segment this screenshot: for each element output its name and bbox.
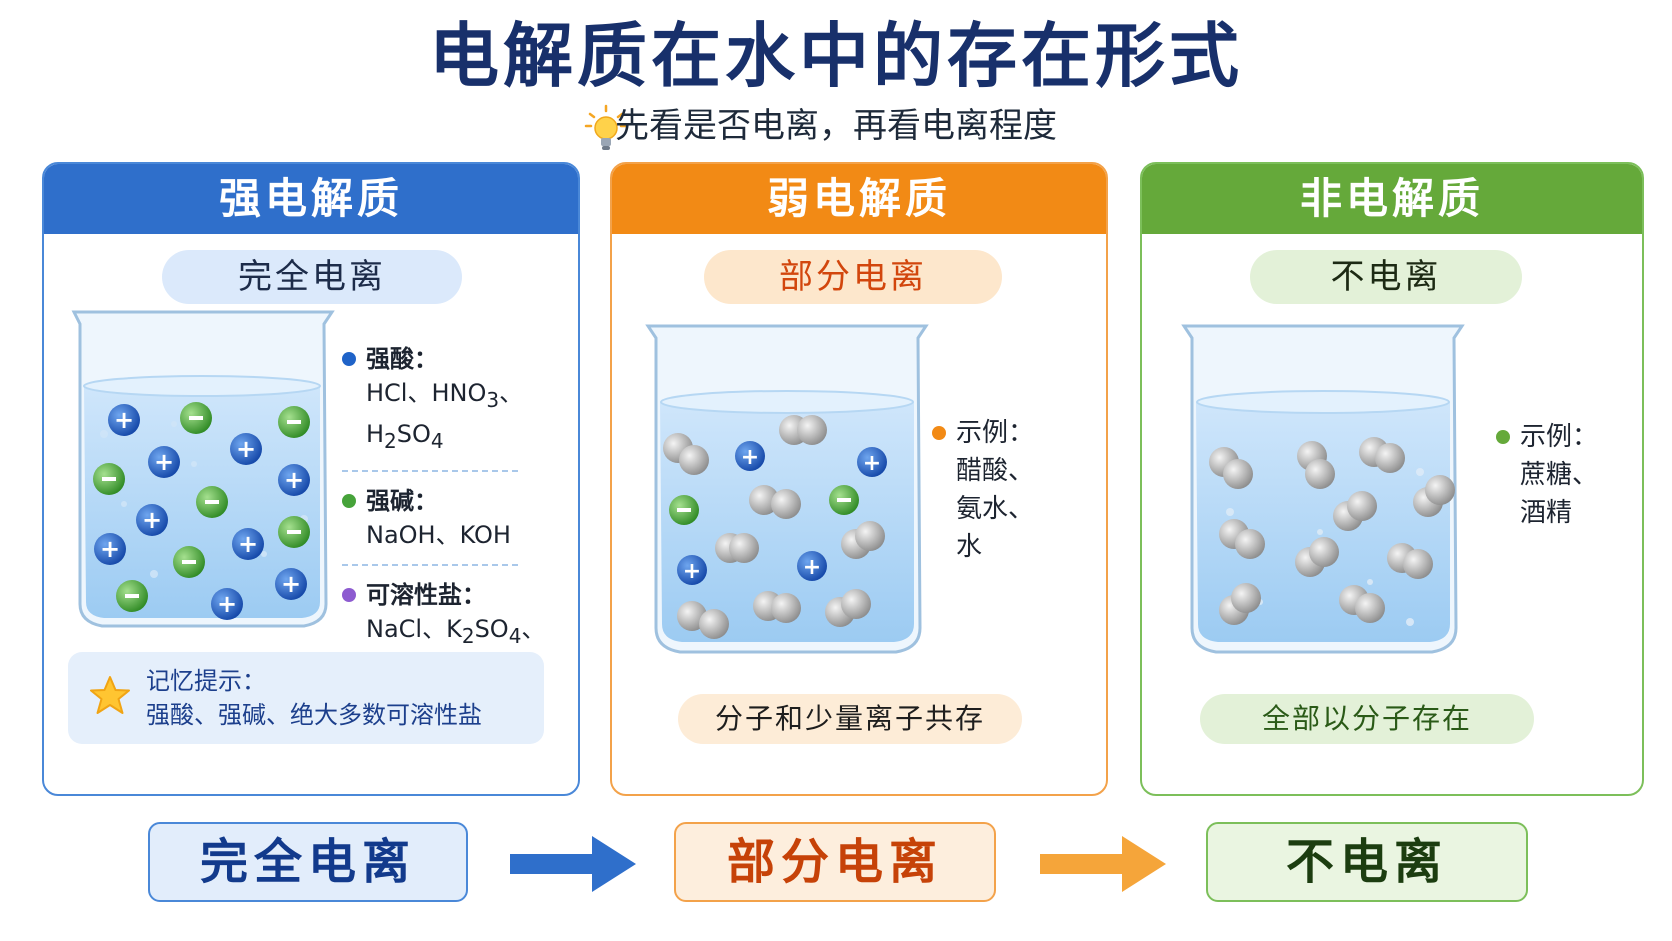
memo-text: 强酸、强碱、绝大多数可溶性盐 [146,701,482,729]
strong-base-group: 强碱： NaOH、KOH [342,484,578,552]
svg-text:+: + [154,448,174,476]
strong-examples-list: 强酸： HCl、HNO3、H2SO4 强碱： NaOH、KOH 可溶性盐： Na… [342,342,578,693]
non-example-2: 酒精 [1520,498,1573,528]
strong-ionization-pill: 完全电离 [162,250,462,304]
weak-example-label: 示例： [956,418,1035,448]
weak-beaker-illustration: + + + + [645,324,929,654]
strong-base-formulas: NaOH、KOH [366,520,511,549]
svg-text:+: + [236,435,256,463]
weak-summary-note: 分子和少量离子共存 [678,694,1022,744]
flow-step-partial: 部分电离 [674,822,996,902]
strong-acid-formulas: HCl、HNO3、H2SO4 [366,379,524,453]
non-beaker-illustration [1181,324,1465,654]
svg-text:+: + [142,506,162,534]
non-electrolyte-panel: 非电解质 不电离 [1140,162,1644,796]
flow-step-none: 不电离 [1206,822,1528,902]
weak-example-1: 醋酸、 [956,456,1035,486]
molecules [663,415,885,639]
strong-electrolyte-panel: 强电解质 完全电离 + + + + + + [42,162,580,796]
svg-text:+: + [281,570,301,598]
strong-acid-group: 强酸： HCl、HNO3、H2SO4 [342,342,578,458]
green-bullet-icon [342,493,356,508]
orange-bullet-icon [932,426,946,440]
non-summary-note: 全部以分子存在 [1200,694,1534,744]
svg-text:+: + [284,466,304,494]
page-title: 电解质在水中的存在形式 [429,15,1243,97]
svg-text:+: + [741,445,759,470]
star-icon [90,676,130,714]
svg-text:+: + [100,535,120,563]
flow-step-complete: 完全电离 [148,822,468,902]
non-examples: 示例： 蔗糖、 酒精 [1496,418,1598,532]
weak-electrolyte-panel: 弱电解质 部分电离 [610,162,1108,796]
soluble-salt-label: 可溶性盐： [366,580,486,609]
green-bullet-icon [1496,430,1510,444]
strong-header: 强电解质 [44,164,578,234]
dashed-divider [342,469,518,472]
svg-text:+: + [863,451,881,476]
arrow-right-icon [510,836,636,892]
svg-text:+: + [217,590,237,618]
weak-header: 弱电解质 [612,164,1106,234]
weak-ionization-pill: 部分电离 [704,250,1002,304]
lightbulb-icon [584,104,628,150]
anion-ions [93,402,310,612]
purple-bullet-icon [342,587,356,602]
non-example-label: 示例： [1520,422,1599,452]
memo-title: 记忆提示： [146,667,266,695]
svg-text:+: + [114,406,134,434]
weak-example-3: 水 [956,532,983,562]
molecules [1209,437,1455,625]
non-header: 非电解质 [1142,164,1642,234]
weak-examples: 示例： 醋酸、 氨水、 水 [932,414,1034,566]
strong-base-label: 强碱： [366,486,438,515]
svg-text:+: + [683,559,701,584]
svg-text:+: + [803,555,821,580]
weak-example-2: 氨水、 [956,494,1035,524]
dashed-divider [342,563,518,566]
cation-ions: + + + + + + + + + [94,404,310,620]
ions: + + + + [669,441,887,585]
non-ionization-pill: 不电离 [1250,250,1522,304]
memory-tip-box: 记忆提示： 强酸、强碱、绝大多数可溶性盐 [68,652,544,744]
strong-acid-label: 强酸： [366,345,438,373]
subtitle: 先看是否电离，再看电离程度 [615,106,1057,146]
strong-beaker-illustration: + + + + + + + + + [71,310,335,628]
arrow-right-icon [1040,836,1166,892]
svg-text:+: + [238,530,258,558]
blue-bullet-icon [342,352,356,366]
non-example-1: 蔗糖、 [1520,460,1599,490]
